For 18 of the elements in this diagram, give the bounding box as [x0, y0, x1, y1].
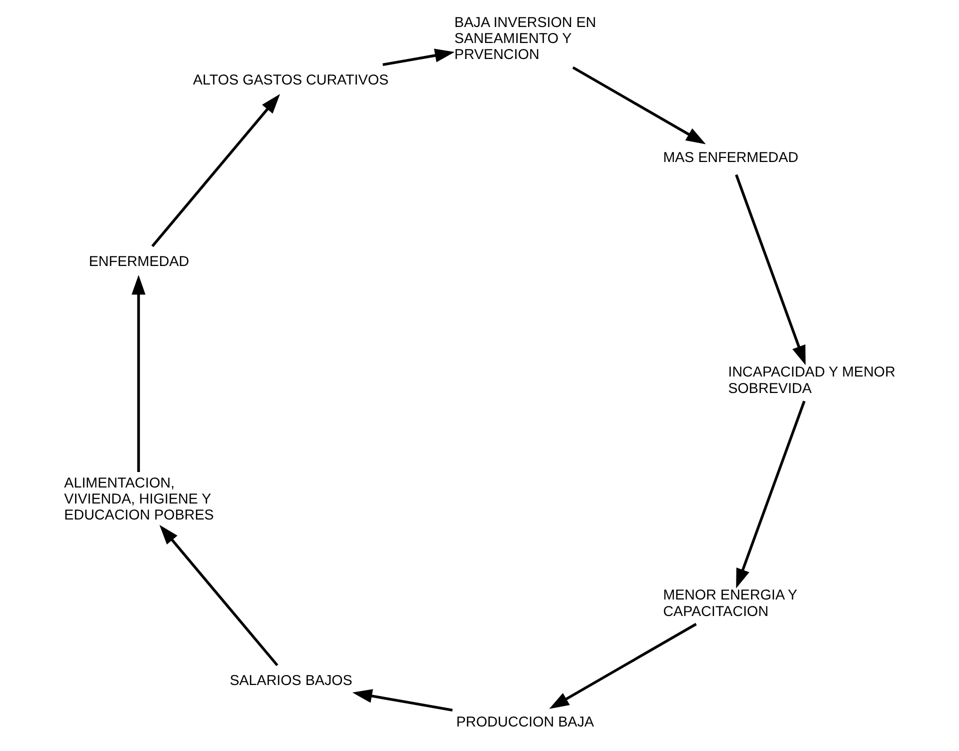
- node-text: ALTOS GASTOS CURATIVOS: [192, 72, 389, 88]
- arrow: [736, 400, 806, 588]
- node-text: BAJA INVERSION EN SANEAMIENTO Y PRVENCION: [454, 14, 596, 64]
- node-text: SALARIOS BAJOS: [230, 673, 352, 690]
- arrow: [159, 524, 278, 666]
- arrow: [382, 48, 455, 66]
- arrow: [132, 274, 146, 472]
- node-text: MAS ENFERMEDAD: [663, 150, 798, 166]
- node-text: ENFERMEDAD: [88, 254, 190, 270]
- arrow: [549, 622, 697, 709]
- arrow: [572, 66, 706, 144]
- node-text: ALIMENTACION, VIVIENDA, HIGIENE Y EDUCACION POBRES: [64, 475, 214, 524]
- node-text: MENOR ENERGIA Y CAPACITACION: [663, 588, 798, 620]
- arrow: [352, 689, 453, 712]
- node-text: PRODUCCION BAJA: [456, 714, 594, 730]
- arrow: [735, 174, 806, 366]
- node-text: INCAPACIDAD Y MENOR SOBREVIDA: [728, 364, 896, 397]
- arrow: [151, 94, 280, 248]
